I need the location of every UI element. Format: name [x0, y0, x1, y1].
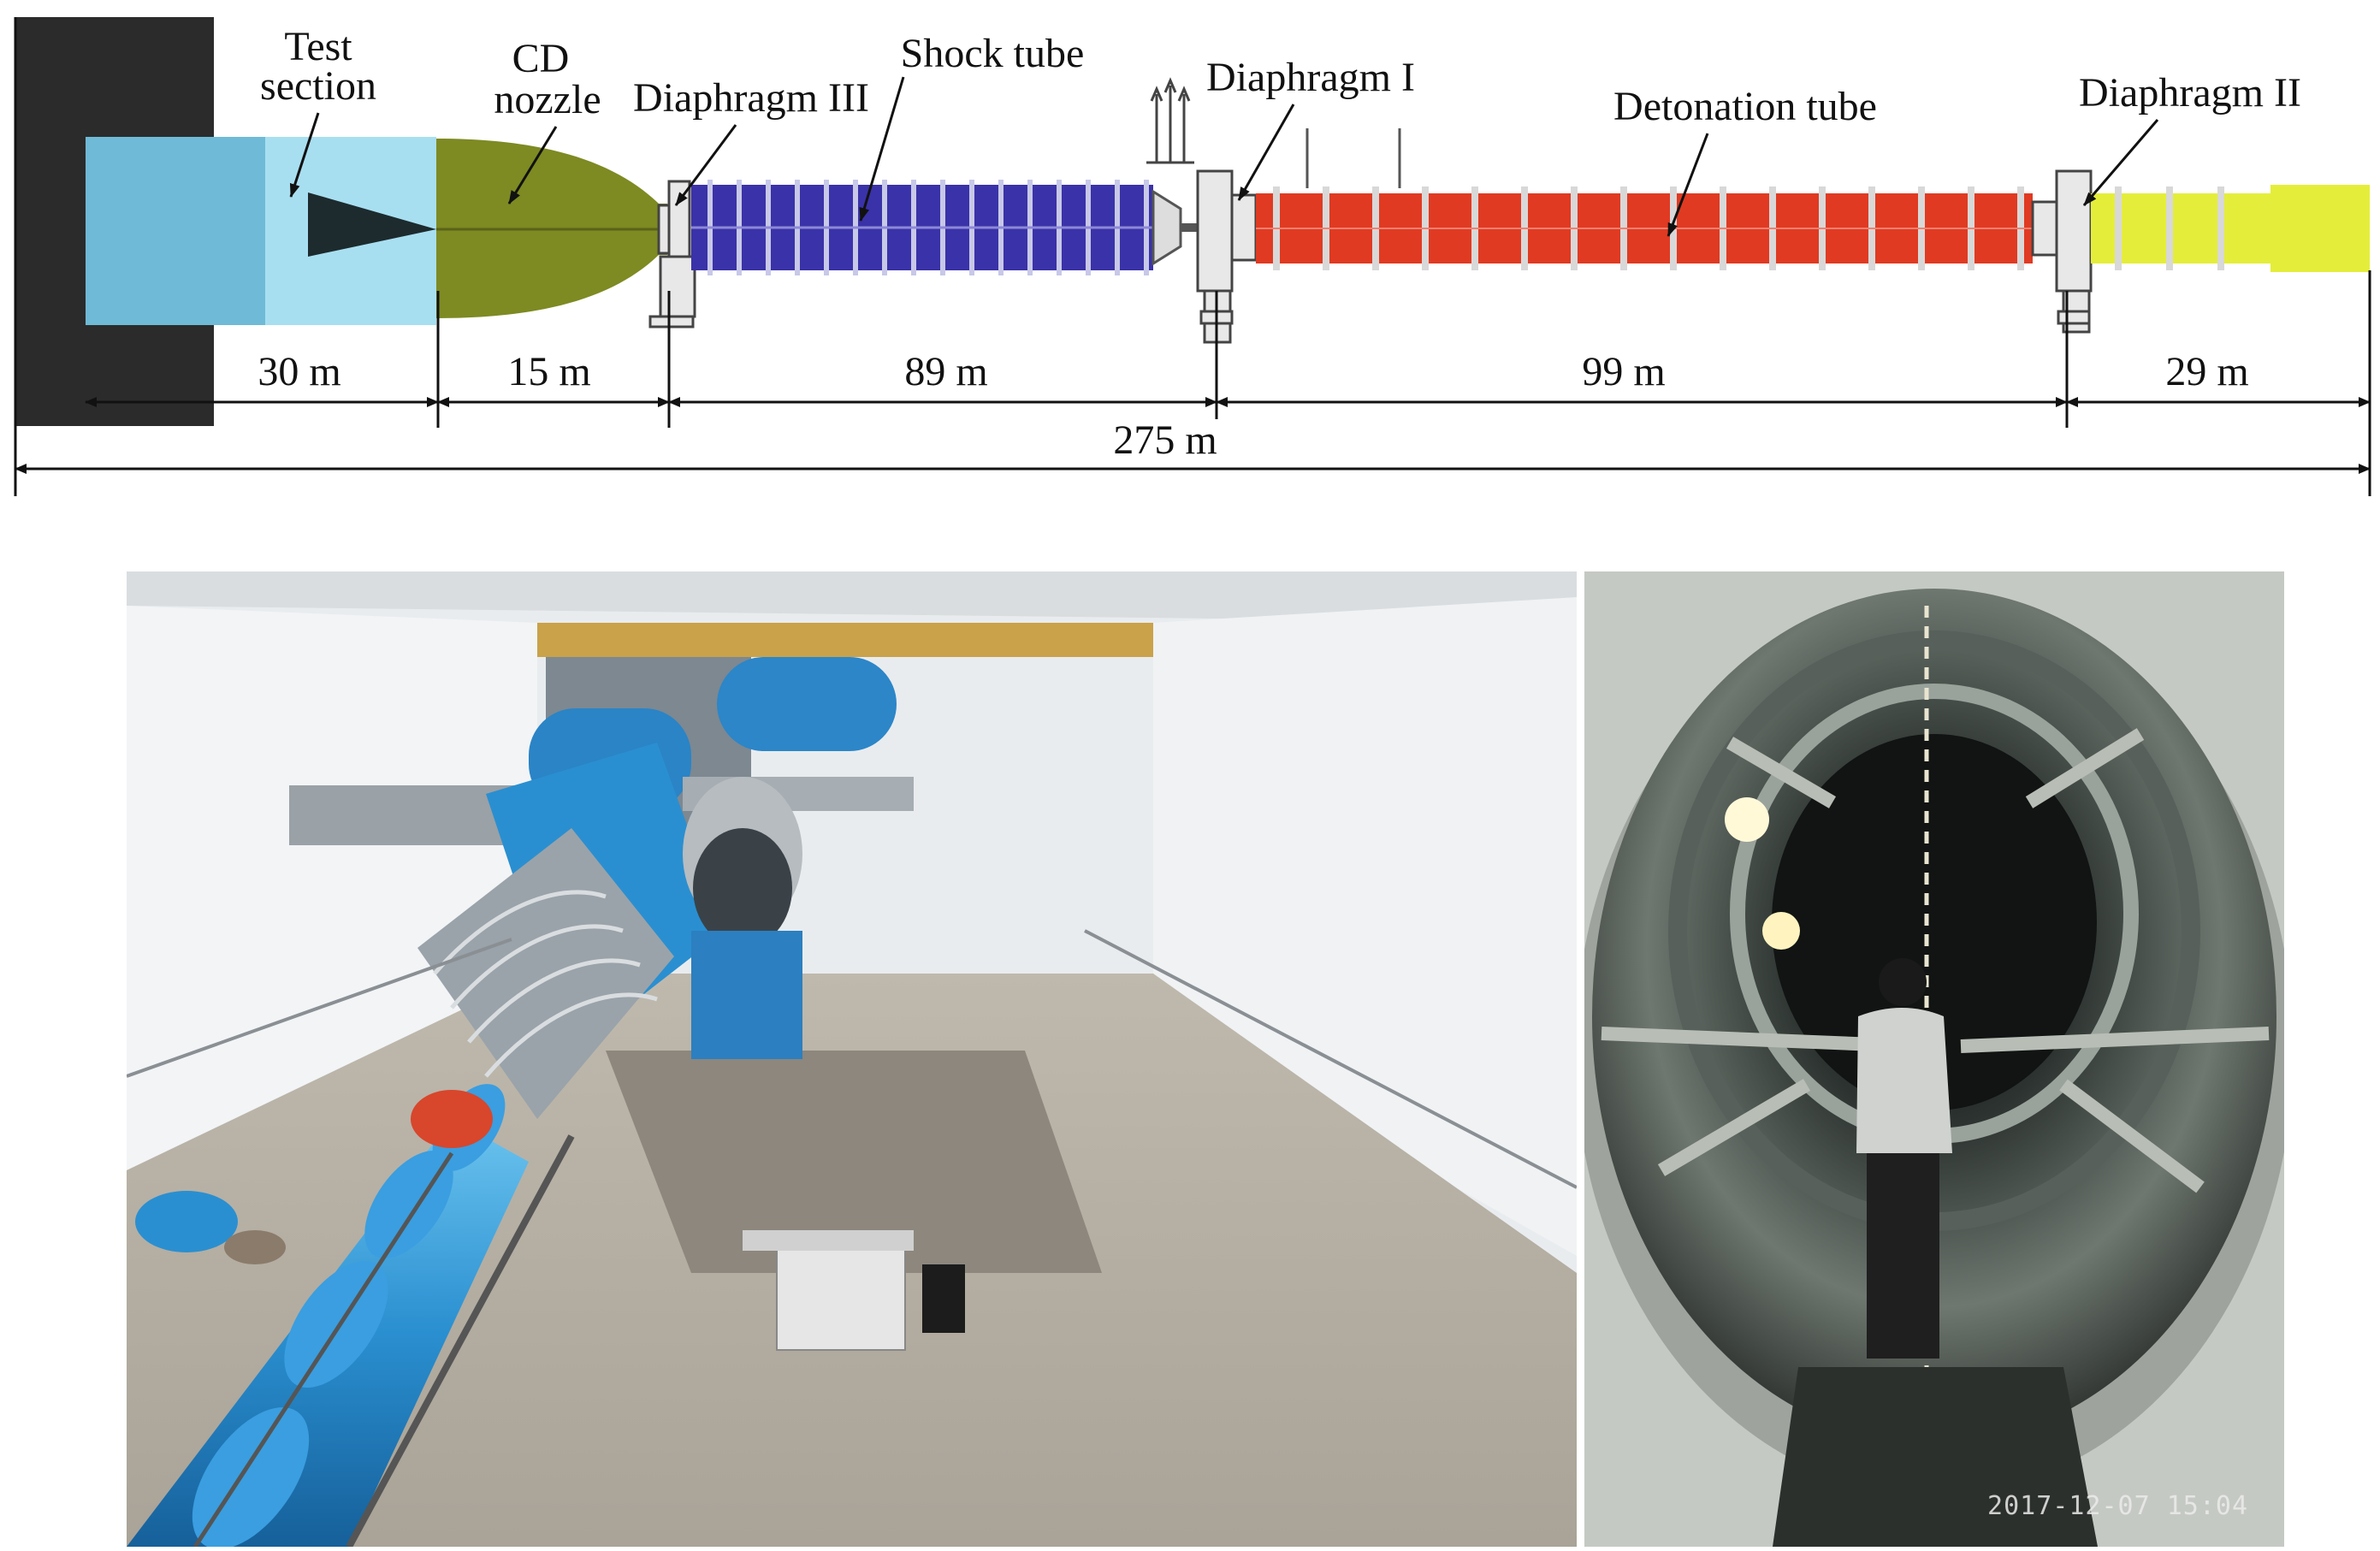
facility-schematic: Test section CD nozzle Diaphragm III Sho…	[14, 17, 2371, 496]
vent-stacks	[1146, 77, 1194, 164]
test-model	[308, 192, 436, 257]
diaphragm-iii-assembly	[648, 180, 696, 329]
leader-arrows	[289, 76, 2159, 237]
dim-driver: 29 m	[2165, 349, 2248, 394]
end-wall	[15, 17, 214, 426]
label-cd-nozzle-1: CD	[512, 36, 570, 81]
label-shock-tube: Shock tube	[901, 31, 1085, 76]
diaphragm-i-assembly	[1196, 169, 1258, 344]
label-cd-nozzle-2: nozzle	[494, 77, 601, 122]
dim-shock-tube: 89 m	[904, 349, 987, 394]
label-diaphragm-ii: Diaphragm II	[2079, 70, 2301, 115]
facility-hall-photo	[127, 571, 1577, 1547]
driver-section	[2091, 185, 2370, 272]
shock-tube	[691, 180, 1153, 275]
dim-test-section: 30 m	[258, 349, 340, 394]
test-section-interior-photo: 2017-12-07 15:04	[1584, 571, 2284, 1547]
dim-total: 275 m	[1113, 417, 1217, 463]
detonation-tube	[1256, 186, 2033, 270]
label-diaphragm-iii: Diaphragm III	[633, 75, 869, 121]
diaphragm-ii-assembly	[2031, 169, 2093, 334]
label-test-section-1: Test	[284, 24, 352, 69]
photo-timestamp: 2017-12-07 15:04	[1987, 1491, 2248, 1521]
dim-nozzle: 15 m	[507, 349, 590, 394]
dim-detonation-tube: 99 m	[1582, 349, 1665, 394]
label-test-section-2: section	[260, 63, 376, 109]
label-diaphragm-i: Diaphragm I	[1206, 55, 1415, 100]
detonation-probes	[1305, 128, 1401, 188]
label-detonation-tube: Detonation tube	[1613, 84, 1877, 129]
dimension-lines	[14, 17, 2371, 496]
